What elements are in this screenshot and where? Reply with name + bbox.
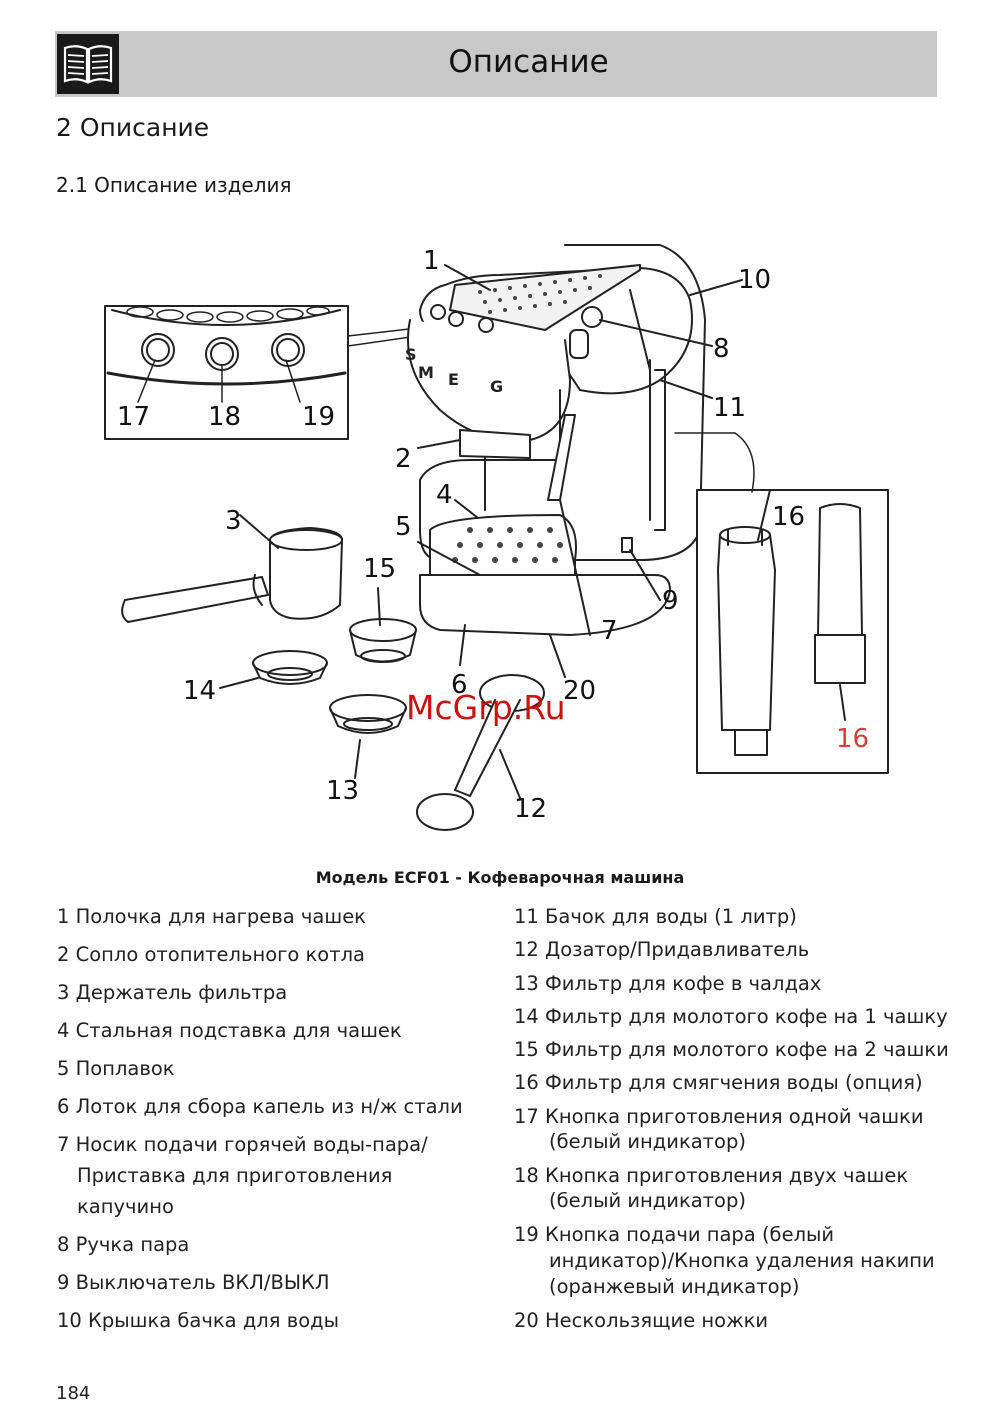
legend-item-6: 6 Лоток для сбора капель из н/ж стали xyxy=(57,1095,463,1118)
section-title: 2 Описание xyxy=(56,113,210,142)
legend-item-7-cont: Приставка для приготовления xyxy=(77,1164,393,1187)
label-14: 14 xyxy=(183,676,217,706)
watermark: McGrp.Ru xyxy=(406,688,566,727)
label-16-b: 16 xyxy=(836,724,870,754)
section-subtitle: 2.1 Описание изделия xyxy=(56,173,292,197)
legend-item-8: 8 Ручка пара xyxy=(57,1233,190,1256)
label-16-a: 16 xyxy=(772,502,806,532)
legend-item-1: 1 Полочка для нагрева чашек xyxy=(57,905,366,928)
svg-text:E: E xyxy=(448,370,459,389)
legend-item-20: 20 Нескользящие ножки xyxy=(514,1309,769,1332)
svg-text:M: M xyxy=(418,363,434,382)
header-bar xyxy=(55,31,937,97)
book-icon xyxy=(57,34,119,94)
page-number: 184 xyxy=(56,1383,91,1404)
label-11: 11 xyxy=(713,393,747,423)
label-10: 10 xyxy=(738,265,772,295)
product-diagram: S M E G xyxy=(0,230,1000,850)
legend-item-13: 13 Фильтр для кофе в чалдах xyxy=(514,972,822,995)
header-title: Описание xyxy=(448,44,609,80)
legend-item-7: 7 Носик подачи горячей воды-пара/ xyxy=(57,1133,428,1156)
legend-item-19-cont2: (оранжевый индикатор) xyxy=(549,1275,800,1298)
legend-item-14: 14 Фильтр для молотого кофе на 1 чашку xyxy=(514,1005,948,1028)
brand-letter-s: S xyxy=(405,345,417,364)
label-6: 6 xyxy=(451,670,468,700)
label-4: 4 xyxy=(436,480,453,510)
legend-item-18: 18 Кнопка приготовления двух чашек xyxy=(514,1164,909,1187)
label-7: 7 xyxy=(601,616,618,646)
legend-item-18-cont: (белый индикатор) xyxy=(549,1189,746,1212)
label-17: 17 xyxy=(117,402,151,432)
legend-item-7-cont2: капучино xyxy=(77,1195,174,1218)
coffee-machine-illustration: S M E G xyxy=(104,244,889,831)
label-12: 12 xyxy=(514,794,548,824)
legend-item-4: 4 Стальная подставка для чашек xyxy=(57,1019,402,1042)
legend-item-19: 19 Кнопка подачи пара (белый xyxy=(514,1223,835,1246)
legend-item-19-cont: индикатор)/Кнопка удаления накипи xyxy=(549,1249,935,1272)
label-20: 20 xyxy=(563,676,597,706)
label-9: 9 xyxy=(662,586,679,616)
label-13: 13 xyxy=(326,776,360,806)
legend-item-15: 15 Фильтр для молотого кофе на 2 чашки xyxy=(514,1038,949,1061)
label-19: 19 xyxy=(302,402,336,432)
label-2: 2 xyxy=(395,444,412,474)
legend-item-3: 3 Держатель фильтра xyxy=(57,981,288,1004)
legend-item-12: 12 Дозатор/Придавливатель xyxy=(514,938,810,961)
figure-caption: Модель ECF01 - Кофеварочная машина xyxy=(315,868,685,887)
legend-item-2: 2 Сопло отопительного котла xyxy=(57,943,365,966)
label-18: 18 xyxy=(208,402,242,432)
label-15: 15 xyxy=(363,554,397,584)
legend-item-17-cont: (белый индикатор) xyxy=(549,1130,746,1153)
label-3: 3 xyxy=(225,506,242,536)
legend-item-5: 5 Поплавок xyxy=(57,1057,175,1080)
label-8: 8 xyxy=(713,334,730,364)
legend-item-10: 10 Крышка бачка для воды xyxy=(57,1309,339,1332)
legend-item-16: 16 Фильтр для смягчения воды (опция) xyxy=(514,1071,923,1094)
legend-item-11: 11 Бачок для воды (1 литр) xyxy=(514,905,797,928)
label-5: 5 xyxy=(395,512,412,542)
label-1: 1 xyxy=(423,246,440,276)
svg-text:G: G xyxy=(490,377,503,396)
legend-item-9: 9 Выключатель ВКЛ/ВЫКЛ xyxy=(57,1271,330,1294)
legend-item-17: 17 Кнопка приготовления одной чашки xyxy=(514,1105,924,1128)
